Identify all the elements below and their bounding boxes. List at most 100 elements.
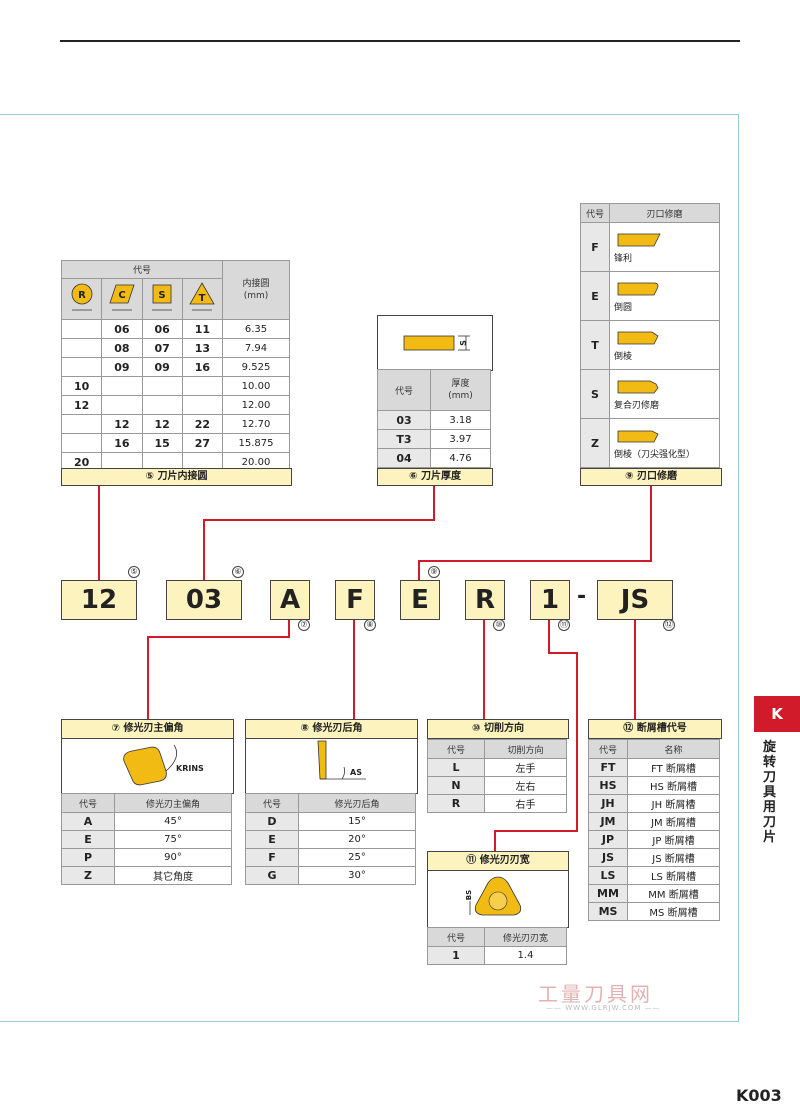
row-edge-cell: 倒棱（刀尖强化型） [609, 418, 720, 468]
row-diameter: 9.525 [222, 357, 290, 377]
row-value: 25° [298, 848, 416, 867]
edge-name: 倒棱 [614, 351, 633, 362]
row-edge-cell: 倒棱 [609, 320, 720, 370]
code-num-8: ⑧ [364, 619, 376, 631]
row-value: 15° [298, 812, 416, 831]
svg-text:S: S [159, 290, 166, 301]
row-value: 1.4 [484, 946, 567, 965]
as-insert-icon: AS [317, 740, 366, 780]
row-edge-cell: 倒圆 [609, 271, 720, 321]
edge-name: 倒棱（刀尖强化型） [614, 449, 696, 460]
page-number: K003 [736, 1086, 782, 1105]
row-diameter: 15.875 [222, 433, 290, 453]
header-value: 修光刃刃宽 [484, 927, 567, 947]
header-thickness: 厚度 (mm) [430, 369, 491, 411]
code-num-11: ⑪ [558, 619, 570, 631]
svg-text:AS: AS [350, 768, 362, 777]
header-code: 代号 [377, 369, 431, 411]
row-code [60, 357, 103, 377]
shape-r: R [60, 278, 103, 320]
header-code: 代号 [61, 793, 115, 813]
content-frame [0, 114, 739, 1022]
row-code: D [245, 812, 299, 831]
row-code [141, 376, 183, 396]
svg-text:S: S [459, 340, 468, 346]
header-code: 代号 [61, 260, 223, 279]
edge-name: 复合刃修磨 [614, 400, 660, 411]
row-diameter: 7.94 [222, 338, 290, 358]
code-num-10: ⑩ [493, 619, 505, 631]
row-code: 16 [181, 357, 224, 377]
row-code [181, 376, 224, 396]
row-code: Z [580, 418, 610, 468]
svg-text:R: R [78, 290, 86, 301]
insert-side-icon: S [403, 335, 470, 351]
row-code: F [580, 222, 610, 272]
row-code: JM [588, 812, 628, 831]
code-box-thickness: 03 [166, 580, 242, 620]
row-code: MM [588, 884, 628, 903]
code-num-9: ⑨ [428, 566, 440, 578]
section-tab-letter[interactable]: K [754, 696, 800, 732]
row-diameter: 12.00 [222, 395, 290, 415]
code-dash: - [577, 584, 587, 609]
row-code [141, 395, 183, 415]
row-code: Z [61, 866, 115, 885]
code-num-5: ⑤ [128, 566, 140, 578]
row-value: JH 断屑槽 [627, 794, 720, 813]
row-code: 16 [101, 433, 143, 453]
krins-insert-icon: KRINS [123, 744, 204, 786]
code-num-7: ⑦ [298, 619, 310, 631]
table-row: F 锋利 [580, 222, 720, 272]
krins-title: ⑦ 修光刃主偏角 [61, 719, 234, 739]
row-code: L [427, 758, 485, 777]
edge-name: 倒圆 [614, 302, 633, 313]
header-code: 代号 [245, 793, 299, 813]
row-value: JS 断屑槽 [627, 848, 720, 867]
row-edge-cell: 复合刃修磨 [609, 369, 720, 419]
edge-profile-icon [617, 430, 659, 442]
connector-6c [203, 519, 205, 582]
row-code: 15 [141, 433, 183, 453]
chipbreaker-title: ⑫ 断屑槽代号 [588, 719, 722, 739]
connector-12 [634, 620, 636, 720]
header-name: 刃口修磨 [609, 203, 720, 223]
row-code: MS [588, 902, 628, 921]
row-code: HS [588, 776, 628, 795]
connector-11b [548, 652, 578, 654]
bs-insert-icon: BS [465, 876, 522, 916]
row-code [60, 414, 103, 434]
code-box-as: F [335, 580, 375, 620]
row-value: JM 断屑槽 [627, 812, 720, 831]
connector-5 [98, 486, 100, 582]
code-num-12: ⑫ [663, 619, 675, 631]
header-value: 名称 [627, 739, 720, 759]
row-code: T [580, 320, 610, 370]
edge-profile-icon [617, 380, 659, 393]
thickness-figure: S [377, 315, 493, 371]
row-code: 13 [181, 338, 224, 358]
bs-title: ⑪ 修光刃刃宽 [427, 851, 569, 871]
edge-name: 锋利 [614, 253, 633, 264]
edge-profile-icon [617, 282, 659, 295]
svg-text:T: T [199, 293, 206, 304]
